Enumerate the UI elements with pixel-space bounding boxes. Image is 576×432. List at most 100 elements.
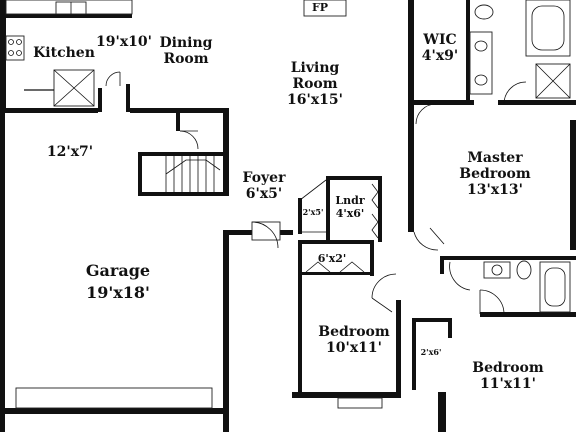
storage-door-swing — [179, 130, 199, 150]
stair-wall-left — [138, 152, 142, 196]
wall-garage-south — [0, 408, 229, 414]
laundry-wall-right — [378, 176, 382, 242]
label-foyer-size: 6'x5' — [246, 186, 282, 202]
closet-wall-west — [98, 88, 102, 112]
laundry-bifold-2 — [371, 213, 379, 239]
fireplace — [303, 0, 347, 17]
kitchen-counter-top — [6, 14, 132, 18]
label-master-2: Bedroom — [459, 166, 531, 182]
closet-2x5-wall — [298, 198, 302, 234]
hall-closet-top — [298, 240, 374, 244]
master-north-wall-2 — [498, 100, 576, 105]
wall-kitchen-west — [0, 0, 6, 112]
hall-bath-tub — [539, 261, 571, 313]
label-laundry-size: 4'x6' — [336, 207, 365, 220]
pantry-x-2 — [53, 69, 95, 107]
label-laundry: Lndr — [335, 194, 364, 207]
bedroom-a-south-wall — [292, 392, 400, 398]
stove-burner-1 — [8, 39, 14, 45]
hall-bath-door-swing — [449, 261, 471, 291]
label-garage: Garage — [86, 261, 150, 280]
garage-door — [15, 387, 213, 409]
label-living-2: Room — [292, 76, 337, 92]
bedroom-a-east-wall — [396, 300, 401, 398]
laundry-wall-top — [326, 176, 382, 180]
entry-door-swing — [251, 221, 279, 249]
master-sink-2 — [474, 74, 488, 86]
hall-closet-bifold-2 — [339, 261, 365, 273]
closet-wall-east — [126, 84, 130, 112]
master-shower-x2 — [535, 63, 571, 99]
laundry-bifold-1 — [371, 183, 379, 209]
closet-2x6-wall — [412, 318, 416, 390]
wic-east-wall — [466, 0, 470, 104]
master-west-wall — [408, 0, 414, 232]
hall-closet-right — [370, 240, 374, 276]
stair-wall-top — [138, 152, 224, 156]
master-tub-inner — [531, 5, 565, 51]
closet-2x5-outline — [299, 179, 327, 233]
closet-2x6-top — [412, 318, 452, 322]
master-east-wall — [570, 120, 576, 250]
label-living-1: Living — [291, 60, 340, 76]
master-bath-door-swing — [503, 81, 527, 105]
bedroom-b-west-wall — [438, 392, 446, 432]
label-hall-closet: 6'x2' — [318, 252, 347, 265]
kitchen-stove — [5, 35, 25, 61]
stair-wall-bottom — [138, 192, 224, 196]
label-bedroom-a-size: 10'x11' — [326, 340, 382, 356]
label-closet-2x5: 2'x5' — [303, 207, 324, 217]
stove-burner-3 — [8, 50, 14, 56]
wall-garage-east-upper — [223, 108, 229, 196]
wic-door-swing — [415, 103, 437, 125]
wall-garage-west — [0, 108, 5, 432]
laundry-wall-left — [326, 176, 330, 242]
label-bedroom-b: Bedroom — [472, 360, 544, 376]
bedroom-a-door-swing — [371, 273, 397, 299]
bedroom-a-window — [337, 397, 383, 409]
label-dining-1: Dining — [160, 35, 213, 51]
label-garage-size: 19'x18' — [86, 283, 150, 302]
wall-garage-east-lower — [223, 232, 229, 432]
hall-bath-toilet — [516, 260, 532, 280]
hall-bath-tub-inner — [544, 267, 566, 307]
hall-bath-vanity — [483, 261, 511, 279]
hall-closet-bottom — [298, 272, 374, 275]
label-fireplace: FP — [312, 1, 328, 14]
stove-burner-4 — [16, 50, 22, 56]
hall-bath-sink — [491, 264, 503, 276]
closet-door-swing — [105, 71, 121, 87]
label-master-size: 13'x13' — [467, 182, 523, 198]
label-living-size: 16'x15' — [287, 92, 343, 108]
hall-closet-bifold-1 — [305, 261, 331, 273]
entry-door — [251, 221, 281, 241]
master-sink-1 — [474, 40, 488, 52]
hall-bath-top — [440, 256, 576, 260]
bedroom-a-west-wall — [298, 242, 302, 394]
bedroom-b-door-swing — [479, 289, 505, 315]
master-toilet — [474, 4, 494, 20]
storage-door-jamb — [176, 113, 180, 131]
wall-garage-north — [0, 108, 98, 113]
master-door-swing — [413, 231, 439, 251]
label-wic: WIC — [422, 32, 456, 48]
master-north-wall-1 — [414, 100, 474, 105]
label-bedroom-b-size: 11'x11' — [480, 376, 536, 392]
wall-garage-north-2 — [130, 108, 228, 113]
master-door — [429, 227, 445, 245]
label-storage-size: 12'x7' — [47, 144, 93, 160]
label-foyer: Foyer — [243, 170, 287, 186]
label-kitchen-dining-size: 19'x10' — [96, 34, 152, 50]
hall-bath-left — [440, 256, 444, 274]
label-closet-2x6: 2'x6' — [421, 347, 442, 357]
stove-burner-2 — [16, 39, 22, 45]
label-dining-2: Room — [163, 51, 208, 67]
label-master-1: Master — [467, 150, 523, 166]
master-tub — [525, 0, 571, 57]
bedroom-b-north-wall — [480, 312, 576, 317]
label-bedroom-a: Bedroom — [318, 324, 390, 340]
label-kitchen: Kitchen — [33, 45, 95, 61]
staircase — [165, 156, 221, 192]
